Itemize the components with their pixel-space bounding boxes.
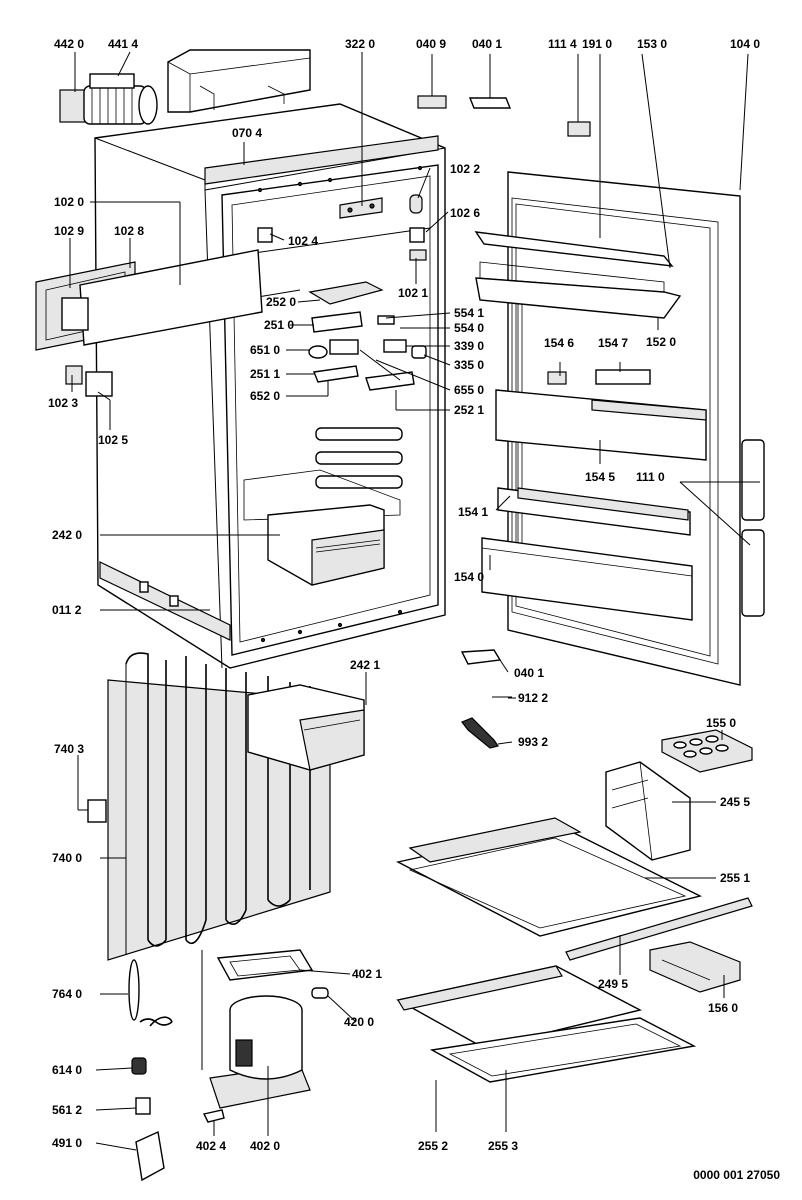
label-102-2: 102 2 <box>450 162 481 176</box>
label-070-4: 070 4 <box>232 126 263 140</box>
label-252-0: 252 0 <box>266 295 297 309</box>
label-740-0: 740 0 <box>52 851 83 865</box>
label-154-1: 154 1 <box>458 505 489 519</box>
fan-motor-442-0 <box>59 73 158 125</box>
drawer-242-1 <box>247 684 365 771</box>
light-cover-102-0 <box>35 249 263 397</box>
label-255-2: 255 2 <box>418 1139 449 1153</box>
label-040-1-top: 040 1 <box>472 37 503 51</box>
label-740-3: 740 3 <box>54 742 85 756</box>
crisper-drawer-242-0 <box>267 504 385 586</box>
small-parts-top <box>417 95 591 137</box>
egg-tray-155-0 <box>661 729 753 773</box>
label-554-0: 554 0 <box>454 321 485 335</box>
door-shelf-154-1 <box>497 487 691 536</box>
label-104-0: 104 0 <box>730 37 761 51</box>
label-339-0: 339 0 <box>454 339 485 353</box>
label-249-5: 249 5 <box>598 977 629 991</box>
label-993-2: 993 2 <box>518 735 549 749</box>
label-652-0: 652 0 <box>250 389 281 403</box>
label-655-0: 655 0 <box>454 383 485 397</box>
ice-tray-156-0 <box>649 941 741 993</box>
label-111-4: 111 4 <box>548 37 577 51</box>
relay-740-3 <box>87 799 107 823</box>
label-245-5: 245 5 <box>720 795 751 809</box>
label-912-2: 912 2 <box>518 691 549 705</box>
label-152-0: 152 0 <box>646 335 677 349</box>
label-255-1: 255 1 <box>720 871 751 885</box>
bottle-holder-245-5 <box>605 761 691 861</box>
label-242-0: 242 0 <box>52 528 83 542</box>
label-402-1: 402 1 <box>352 967 383 981</box>
label-402-0: 402 0 <box>250 1139 281 1153</box>
door-shelf-154-0 <box>481 537 693 621</box>
label-252-1: 252 1 <box>454 403 485 417</box>
document-number: 0000 001 27050 <box>693 1168 780 1182</box>
label-154-6: 154 6 <box>544 336 575 350</box>
label-011-2: 011 2 <box>52 603 82 617</box>
label-102-1: 102 1 <box>398 286 429 300</box>
label-554-1: 554 1 <box>454 306 485 320</box>
label-441-4: 441 4 <box>108 37 139 51</box>
door-handle-111-0 <box>741 439 765 617</box>
label-442-0: 442 0 <box>54 37 85 51</box>
label-155-0: 155 0 <box>706 716 737 730</box>
label-040-9: 040 9 <box>416 37 447 51</box>
label-040-1-mid: 040 1 <box>514 666 545 680</box>
label-335-0: 335 0 <box>454 358 485 372</box>
leader-lines <box>69 51 760 1151</box>
label-251-0: 251 0 <box>264 318 295 332</box>
bracket-322-0 <box>339 197 383 219</box>
glass-shelf-255-2 <box>396 965 697 1083</box>
lamp-holder-102 <box>257 194 427 261</box>
shelf-rail-249-5 <box>565 897 753 961</box>
label-402-4: 402 4 <box>196 1139 227 1153</box>
thermostat-parts <box>308 281 427 391</box>
label-242-1: 242 1 <box>350 658 381 672</box>
door-shelf-152-0 <box>474 231 682 319</box>
label-102-5: 102 5 <box>98 433 129 447</box>
compressor-402-0 <box>201 949 314 1109</box>
label-651-0: 651 0 <box>250 343 281 357</box>
label-154-0: 154 0 <box>454 570 485 584</box>
label-102-6: 102 6 <box>450 206 481 220</box>
label-255-3: 255 3 <box>488 1139 519 1153</box>
label-102-4: 102 4 <box>288 234 319 248</box>
label-102-8: 102 8 <box>114 224 145 238</box>
capillary-764-0 <box>128 959 173 1027</box>
label-111-0: 111 0 <box>636 470 665 484</box>
label-102-3: 102 3 <box>48 396 79 410</box>
label-420-0: 420 0 <box>344 1015 375 1029</box>
glass-shelf-255-1 <box>395 817 703 937</box>
label-764-0: 764 0 <box>52 987 83 1001</box>
label-154-7: 154 7 <box>598 336 629 350</box>
label-251-1: 251 1 <box>250 367 281 381</box>
label-154-5: 154 5 <box>585 470 616 484</box>
door-shelf-154-5 <box>495 369 707 461</box>
label-614-0: 614 0 <box>52 1063 83 1077</box>
small-components-bottom <box>131 987 329 1182</box>
label-156-0: 156 0 <box>708 1001 739 1015</box>
label-102-9: 102 9 <box>54 224 85 238</box>
housing-441-4 <box>167 49 311 113</box>
label-322-0: 322 0 <box>345 37 376 51</box>
label-191-0: 191 0 <box>582 37 613 51</box>
label-102-0: 102 0 <box>54 195 85 209</box>
label-561-2: 561 2 <box>52 1103 83 1117</box>
label-491-0: 491 0 <box>52 1136 83 1150</box>
small-parts-mid <box>460 649 512 749</box>
label-153-0: 153 0 <box>637 37 668 51</box>
